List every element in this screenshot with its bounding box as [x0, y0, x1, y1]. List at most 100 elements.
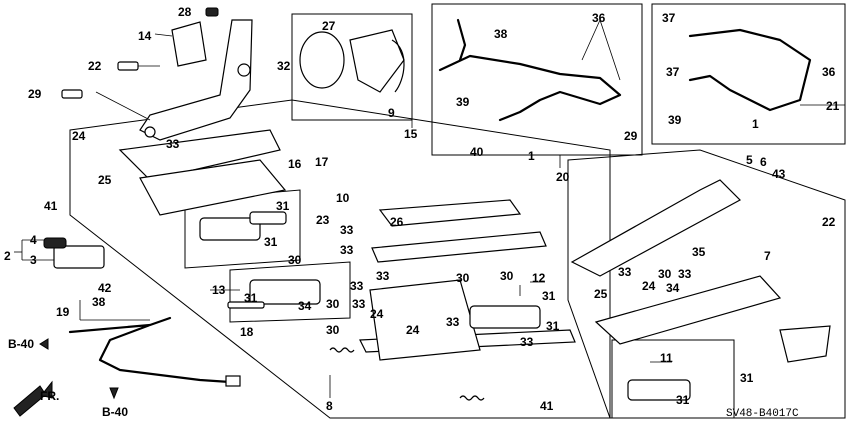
cover-part-14 — [171, 21, 207, 67]
right-upper-rail — [570, 179, 741, 277]
label-33e: 33 — [350, 279, 364, 293]
label-36b: 36 — [822, 65, 836, 79]
label-33g: 33 — [446, 315, 460, 329]
label-22b: 22 — [822, 215, 836, 229]
label-33a: 33 — [166, 137, 180, 151]
label-31c: 31 — [244, 291, 258, 305]
recliner-motor — [349, 29, 405, 93]
label-31d: 31 — [542, 289, 556, 303]
label-11: 11 — [660, 351, 673, 365]
label-29a: 29 — [28, 87, 42, 101]
label-31b: 31 — [264, 235, 278, 249]
label-3: 3 — [30, 253, 37, 267]
label-38b: 38 — [494, 27, 508, 41]
label-37b: 37 — [666, 65, 680, 79]
label-34a: 34 — [298, 299, 312, 313]
harness-part-20 — [438, 54, 622, 122]
motor-part-11 — [627, 379, 691, 401]
ref-label-b40-left: B-40 — [8, 337, 34, 351]
label-5: 5 — [746, 153, 753, 167]
label-18: 18 — [240, 325, 254, 339]
leader-lines — [14, 19, 845, 398]
label-30e: 30 — [500, 269, 514, 283]
recliner-bracket — [139, 19, 253, 141]
label-31a: 31 — [276, 199, 290, 213]
rod-part-18 — [227, 301, 265, 309]
harness-part-19 — [68, 316, 232, 384]
label-34b: 34 — [666, 281, 680, 295]
track-lower — [369, 279, 481, 361]
label-14: 14 — [138, 29, 152, 43]
center-rail — [378, 199, 522, 227]
label-31g: 31 — [676, 393, 690, 407]
label-30b: 30 — [326, 297, 340, 311]
label-26: 26 — [390, 215, 404, 229]
motor-part-10 — [199, 217, 261, 241]
label-30c: 30 — [326, 323, 340, 337]
bolt-part-28 — [205, 7, 219, 17]
label-23: 23 — [316, 213, 330, 227]
label-30a: 30 — [288, 253, 302, 267]
part-drawings — [13, 7, 831, 417]
harness-part-21 — [688, 28, 812, 112]
label-33j: 33 — [678, 267, 692, 281]
front-arrow-label: FR. — [40, 389, 59, 403]
knob-part-4 — [43, 237, 67, 249]
label-42: 42 — [98, 281, 112, 295]
label-13: 13 — [212, 283, 226, 297]
diagram-code: SV48-B4017C — [726, 408, 799, 420]
label-38a: 38 — [92, 295, 106, 309]
label-37a: 37 — [662, 11, 676, 25]
label-8: 8 — [326, 399, 333, 413]
label-31e: 31 — [546, 319, 560, 333]
ref-label-b40-bottom: B-40 — [102, 405, 128, 419]
bolt-part-22 — [117, 61, 139, 71]
motor-part-12 — [469, 305, 541, 329]
left-track-frame — [139, 159, 287, 216]
label-39a: 39 — [456, 95, 470, 109]
label-28: 28 — [178, 5, 192, 19]
spring-right — [459, 395, 485, 401]
label-24b: 24 — [370, 307, 384, 321]
label-41a: 41 — [44, 199, 58, 213]
switch-part-2 — [53, 245, 105, 269]
label-22a: 22 — [88, 59, 102, 73]
label-35: 35 — [692, 245, 706, 259]
label-10: 10 — [336, 191, 350, 205]
label-30d: 30 — [456, 271, 470, 285]
label-30f: 30 — [658, 267, 672, 281]
label-40: 40 — [470, 145, 484, 159]
label-33b: 33 — [340, 223, 354, 237]
label-33i: 33 — [618, 265, 632, 279]
cross-bar — [371, 231, 547, 263]
label-24c: 24 — [406, 323, 420, 337]
label-24d: 24 — [642, 279, 656, 293]
label-17: 17 — [315, 155, 329, 169]
label-29b: 29 — [624, 129, 638, 143]
bolt-part-29 — [61, 89, 83, 99]
label-16: 16 — [288, 157, 302, 171]
label-39b: 39 — [668, 113, 682, 127]
spring-left — [329, 347, 355, 353]
label-25a: 25 — [98, 173, 112, 187]
label-41b: 41 — [540, 399, 554, 413]
front-arrow-icon — [13, 380, 53, 417]
motor-part-13 — [249, 279, 321, 305]
label-33d: 33 — [376, 269, 390, 283]
label-7: 7 — [764, 249, 771, 263]
label-19: 19 — [56, 305, 70, 319]
label-15: 15 — [404, 127, 418, 141]
label-27: 27 — [322, 19, 336, 33]
side-cover — [779, 325, 831, 363]
label-6: 6 — [760, 155, 767, 169]
label-4: 4 — [30, 233, 37, 247]
label-33h: 33 — [520, 335, 534, 349]
arrow-down-icon — [109, 387, 119, 400]
label-25b: 25 — [594, 287, 608, 301]
label-1b: 1 — [752, 117, 759, 131]
label-12: 12 — [532, 271, 546, 285]
right-lower-rail — [594, 275, 782, 345]
label-20: 20 — [556, 170, 570, 184]
label-24a: 24 — [72, 129, 86, 143]
label-31f: 31 — [740, 371, 754, 385]
